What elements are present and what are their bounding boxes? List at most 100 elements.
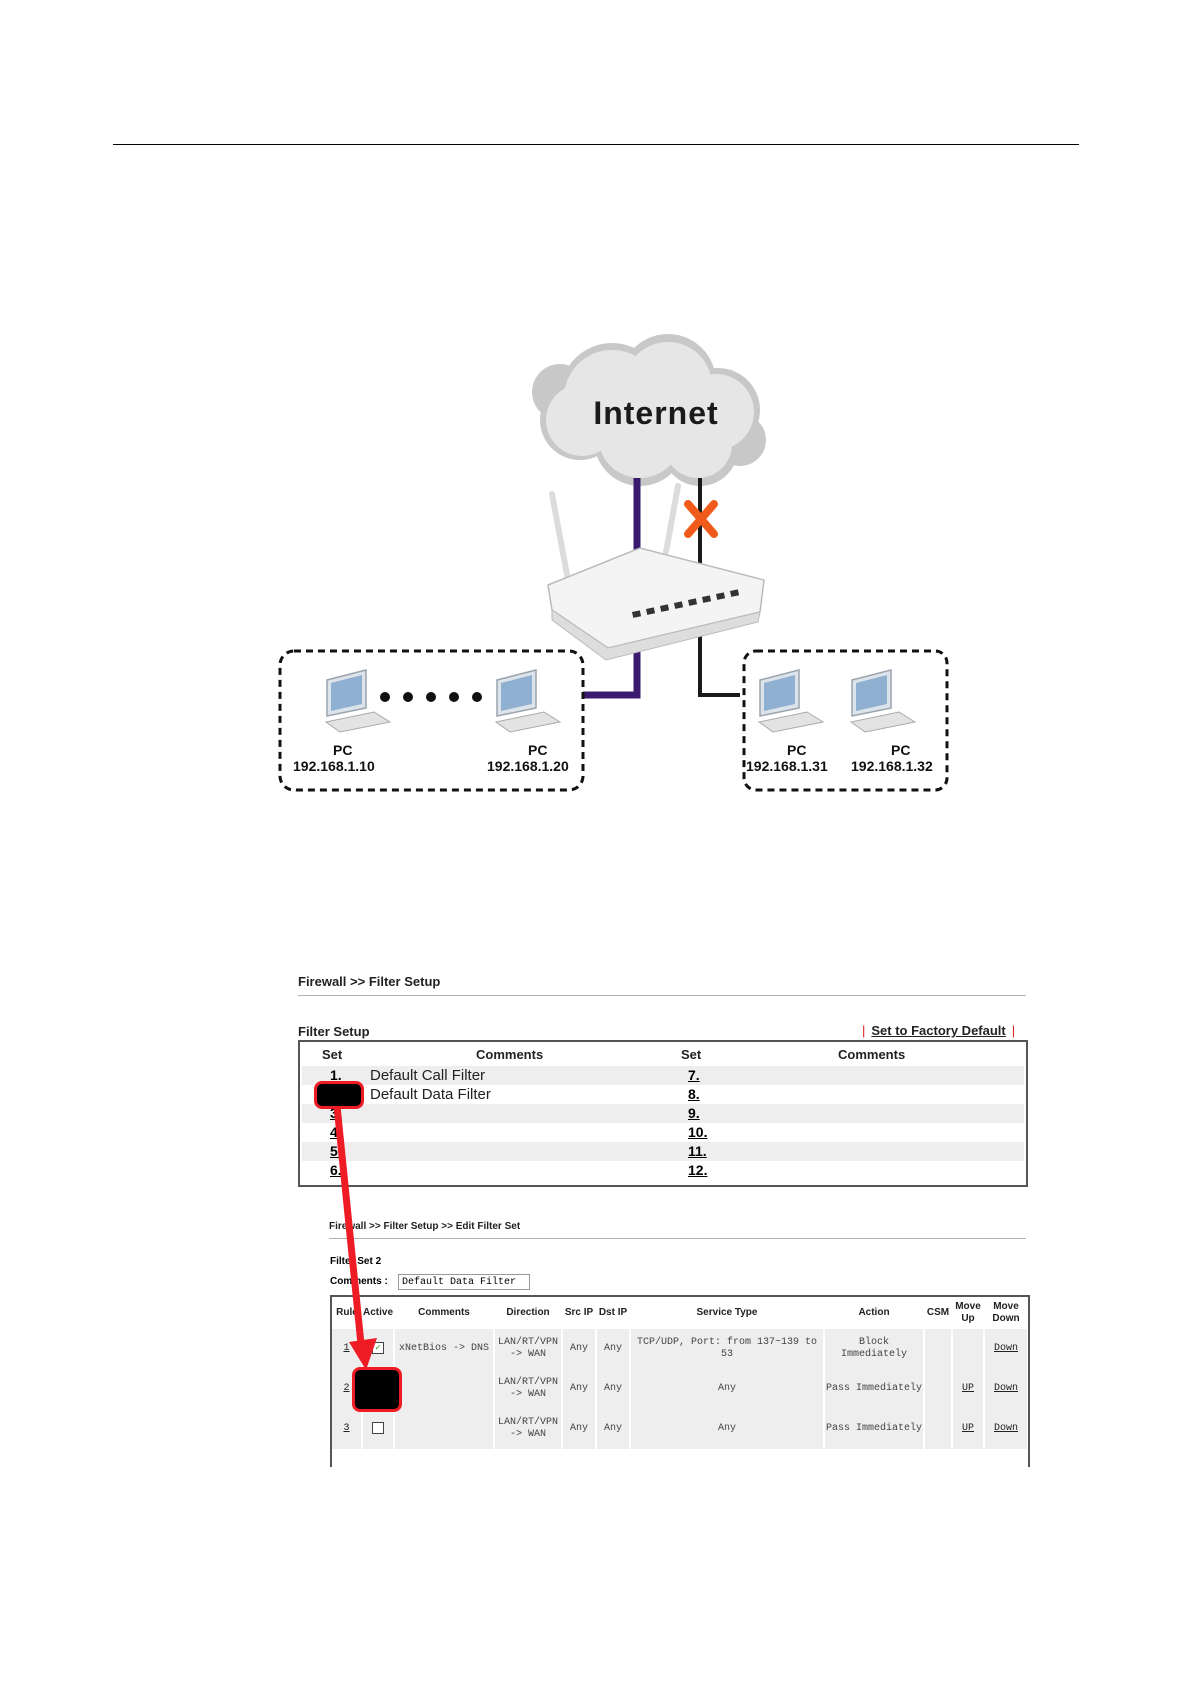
rule-src: Any <box>562 1409 597 1449</box>
highlight-set-2 <box>314 1081 364 1109</box>
router-icon <box>547 483 765 661</box>
move-up-link[interactable]: UP <box>952 1369 985 1409</box>
set-link[interactable]: 9. <box>688 1105 700 1121</box>
pc-ip: 192.168.1.20 <box>487 758 569 774</box>
rule-csm <box>924 1409 953 1449</box>
table-row: 6. 12. <box>302 1161 1024 1180</box>
rule-src: Any <box>562 1329 597 1369</box>
pc-ip: 192.168.1.31 <box>746 758 828 774</box>
comments-label: Comments : <box>330 1276 388 1287</box>
pc-label: PC <box>333 742 353 758</box>
pc-label: PC <box>891 742 911 758</box>
filter-set-table: Set Comments Set Comments 1. Default Cal… <box>298 1040 1028 1187</box>
column-header: Src IP <box>564 1307 594 1318</box>
column-header: Service Type <box>696 1307 758 1318</box>
column-header: Action <box>858 1307 890 1318</box>
set-link[interactable]: 12. <box>688 1162 708 1178</box>
rule-table: Rule Active Comments Direction Src IP Ds… <box>330 1295 1030 1467</box>
rule-dst: Any <box>596 1409 631 1449</box>
set-link[interactable]: 6. <box>330 1162 342 1178</box>
column-header: Comments <box>838 1047 906 1062</box>
set-link[interactable]: 4. <box>330 1124 342 1140</box>
internet-cloud <box>532 334 766 486</box>
column-header: Set <box>322 1047 343 1062</box>
rule-dst: Any <box>596 1369 631 1409</box>
move-up-link[interactable] <box>952 1329 985 1369</box>
set-comment: Default Data Filter <box>370 1086 491 1103</box>
breadcrumb: Firewall >> Filter Setup >> Edit Filter … <box>329 1221 521 1232</box>
column-header: Rule <box>336 1307 358 1318</box>
column-header: CSM <box>926 1307 950 1318</box>
column-header: Direction <box>506 1307 550 1318</box>
move-down-link[interactable]: Down <box>984 1409 1028 1449</box>
rule-action: Block Immediately <box>824 1329 925 1369</box>
cloud-label: Internet <box>593 395 718 431</box>
set-link[interactable]: 5. <box>330 1143 342 1159</box>
comments-field[interactable]: Default Data Filter <box>398 1274 530 1290</box>
rule-action: Pass Immediately <box>824 1369 925 1409</box>
rule-service: Any <box>630 1369 825 1409</box>
active-checkbox[interactable]: ✓ <box>372 1342 384 1355</box>
pc-icon <box>849 669 917 733</box>
rule-comment <box>394 1369 495 1409</box>
column-header: Active <box>362 1307 393 1318</box>
factory-default-link[interactable]: Set to Factory Default <box>871 1023 1006 1038</box>
rule-src: Any <box>562 1369 597 1409</box>
rule-csm <box>924 1329 953 1369</box>
rule-csm <box>924 1369 953 1409</box>
column-header: Set <box>681 1047 702 1062</box>
active-checkbox[interactable] <box>372 1422 384 1435</box>
blocked-link <box>698 478 740 697</box>
rule-service: TCP/UDP, Port: from 137~139 to 53 <box>630 1329 825 1369</box>
set-link[interactable]: 11. <box>688 1143 707 1159</box>
move-down-link[interactable]: Down <box>984 1369 1028 1409</box>
table-row: 1. Default Call Filter 7. <box>302 1066 1024 1085</box>
set-link[interactable]: 7. <box>688 1067 700 1083</box>
column-header: Dst IP <box>598 1307 628 1318</box>
pc-icon <box>324 669 392 733</box>
rule-direction: LAN/RT/VPN -> WAN <box>494 1329 563 1369</box>
rule-direction: LAN/RT/VPN -> WAN <box>494 1369 563 1409</box>
rule-dst: Any <box>596 1329 631 1369</box>
table-row: 4. 10. <box>302 1123 1024 1142</box>
active-cell <box>362 1409 395 1449</box>
set-link[interactable]: 1. <box>330 1067 342 1083</box>
section-heading: Filter Setup <box>298 1024 370 1039</box>
table-row: 3 LAN/RT/VPN -> WAN Any Any Any Pass Imm… <box>332 1409 1028 1449</box>
rule-comment: xNetBios -> DNS <box>394 1329 495 1369</box>
table-row: 1 ✓ xNetBios -> DNS LAN/RT/VPN -> WAN An… <box>332 1329 1028 1369</box>
rule-link[interactable]: 3 <box>332 1409 363 1449</box>
set-link[interactable]: 10. <box>688 1124 708 1140</box>
block-x-icon <box>684 500 718 538</box>
network-diagram: Internet <box>278 334 949 792</box>
ellipsis-dots <box>380 692 482 702</box>
column-header: Move Up <box>955 1301 981 1324</box>
column-header: Comments <box>418 1307 470 1318</box>
column-header: Comments <box>476 1047 544 1062</box>
rule-service: Any <box>630 1409 825 1449</box>
set-link[interactable]: 8. <box>688 1086 700 1102</box>
divider <box>298 995 1026 996</box>
column-header: Move Down <box>992 1301 1020 1324</box>
factory-default-control: |Set to Factory Default| <box>862 1023 1016 1038</box>
rule-action: Pass Immediately <box>824 1409 925 1449</box>
set-comment: Default Call Filter <box>370 1067 486 1084</box>
right-lan-group <box>742 649 949 792</box>
move-up-link[interactable]: UP <box>952 1409 985 1449</box>
rule-comment <box>394 1409 495 1449</box>
pc-ip: 192.168.1.10 <box>293 758 375 774</box>
pc-icon <box>757 669 825 733</box>
left-lan-group <box>278 649 585 792</box>
pc-ip: 192.168.1.32 <box>851 758 933 774</box>
header-rule <box>113 144 1079 145</box>
pc-icon <box>494 669 562 733</box>
breadcrumb: Firewall >> Filter Setup <box>298 974 441 989</box>
pc-label: PC <box>528 742 548 758</box>
rule-direction: LAN/RT/VPN -> WAN <box>494 1409 563 1449</box>
move-down-link[interactable]: Down <box>984 1329 1028 1369</box>
pc-label: PC <box>787 742 807 758</box>
divider <box>329 1238 1026 1239</box>
table-row: 5. 11. <box>302 1142 1024 1161</box>
highlight-rule-2-active <box>352 1367 402 1412</box>
